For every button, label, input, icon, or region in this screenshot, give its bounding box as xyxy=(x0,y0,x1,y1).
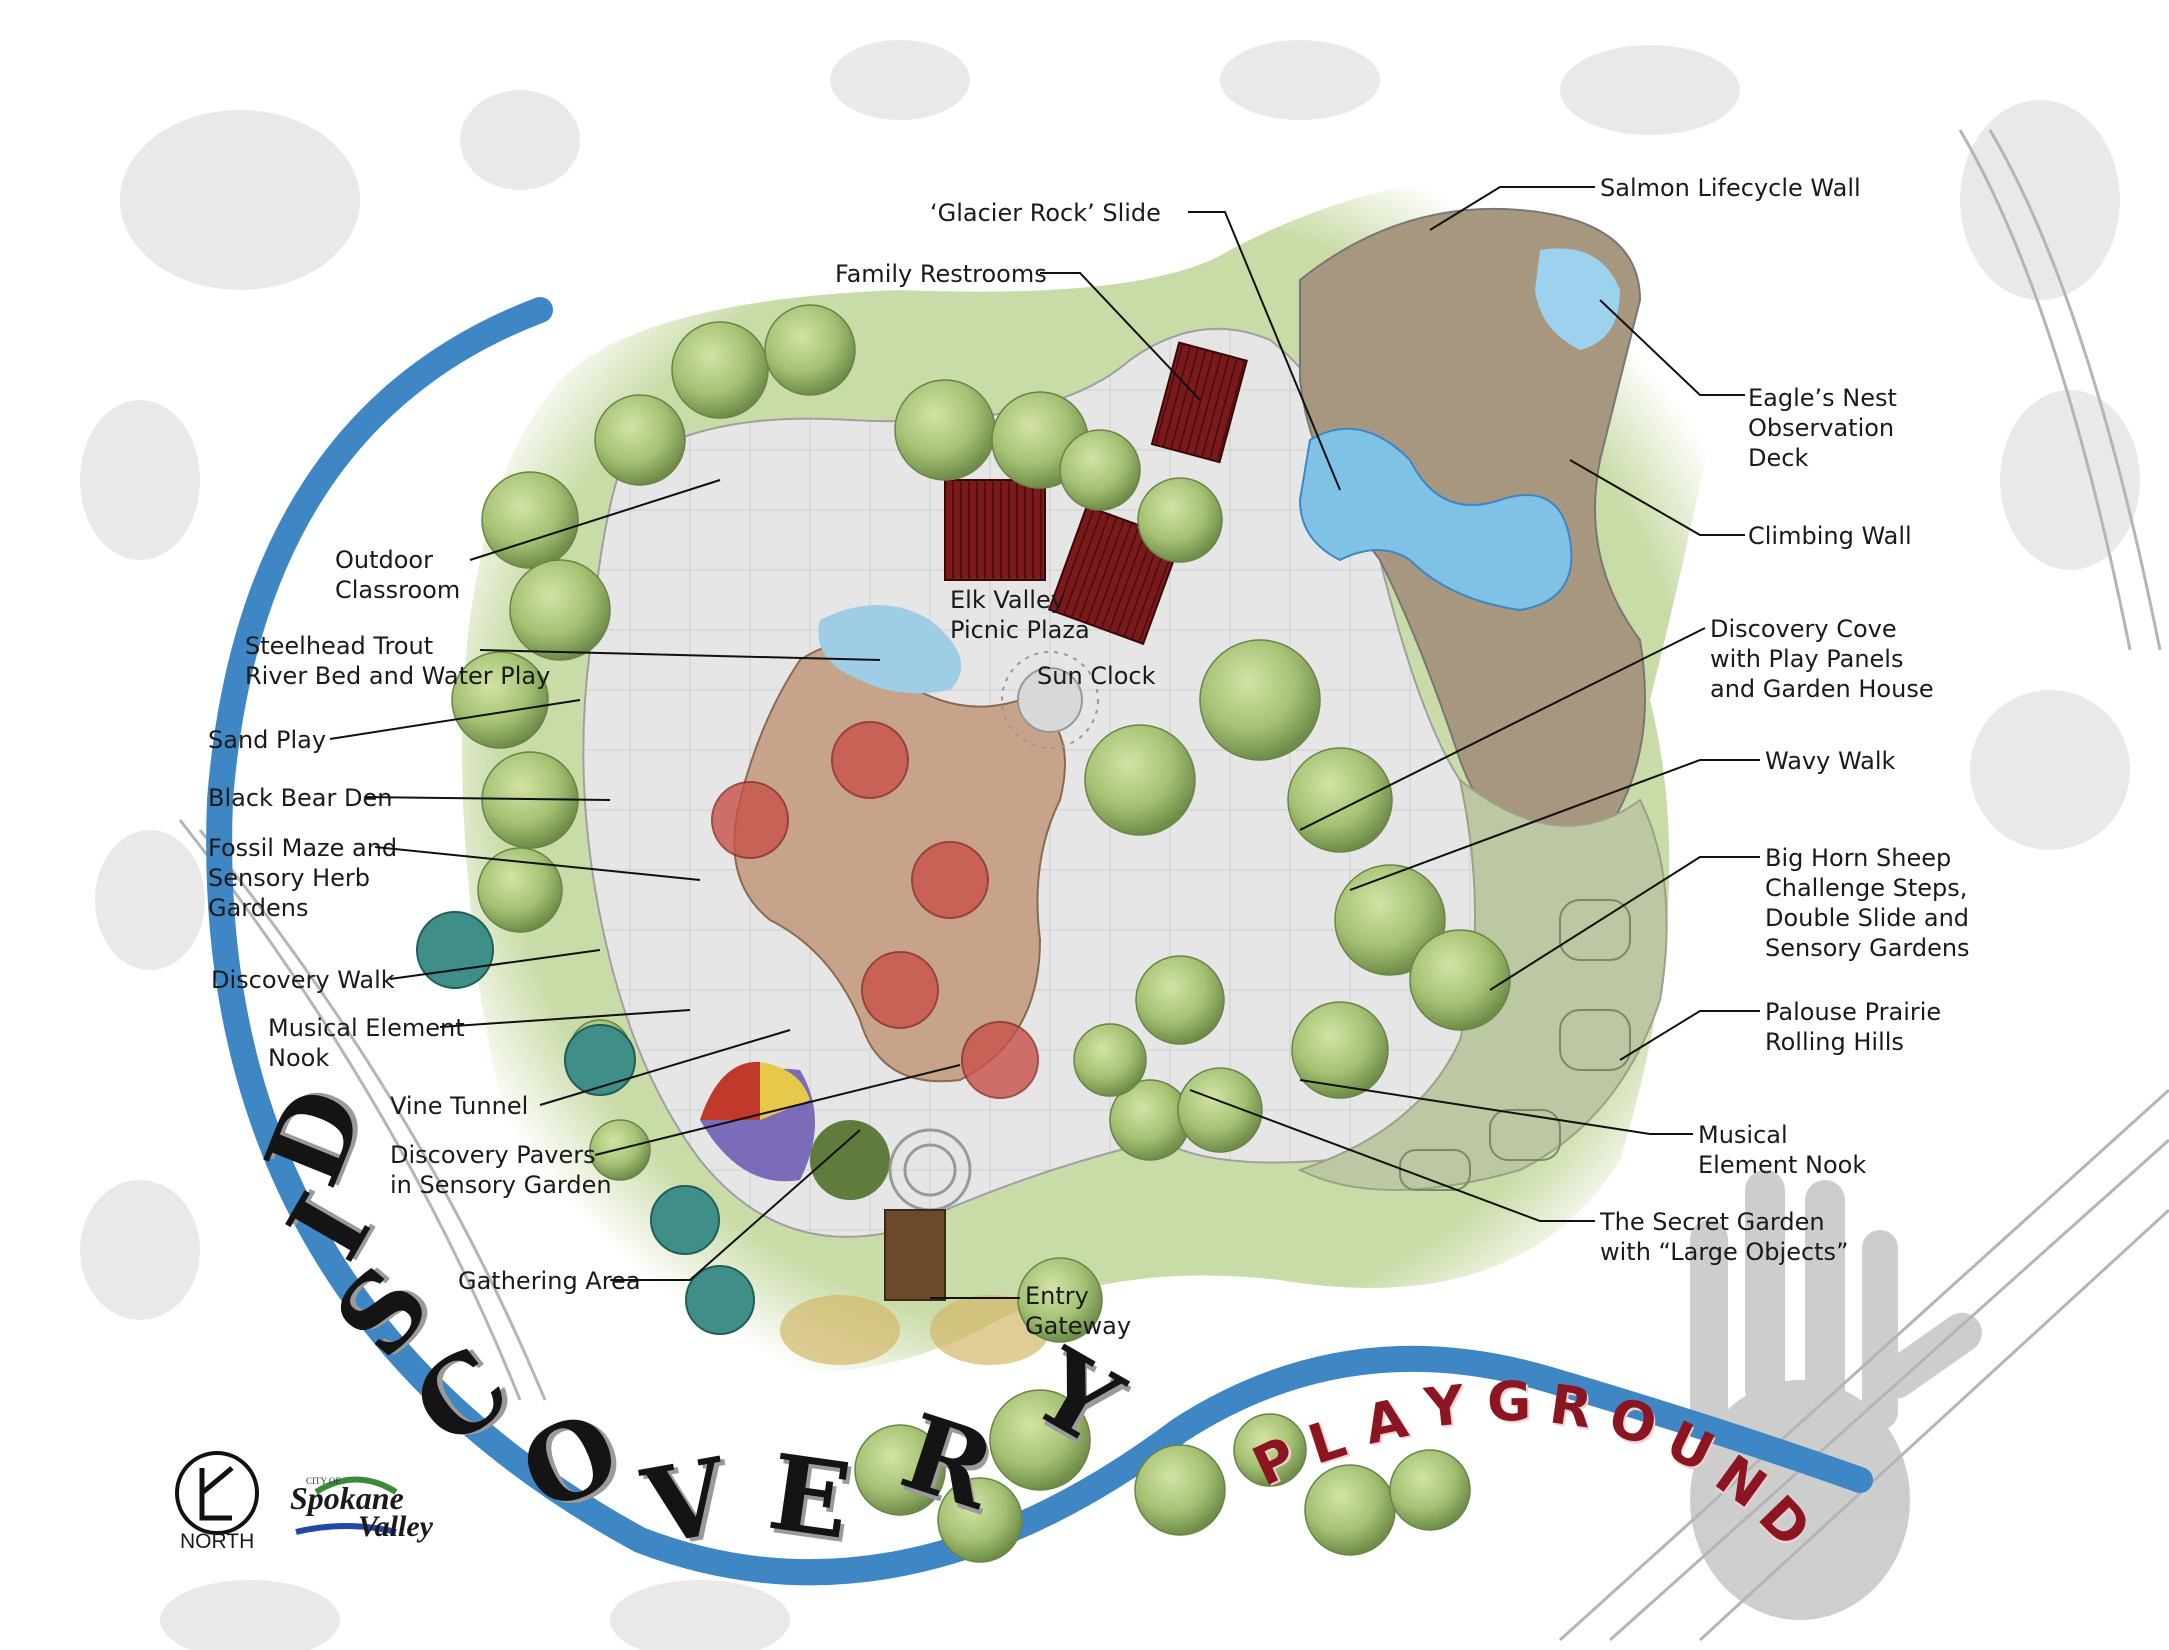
label-steelhead-trout: Steelhead Trout River Bed and Water Play xyxy=(245,632,551,690)
entry-bridge xyxy=(884,1209,946,1301)
label-secret-garden: The Secret Garden with “Large Objects” xyxy=(1600,1208,1849,1266)
title-letter-e: E xyxy=(761,1430,858,1563)
subtitle-letter-5: G xyxy=(1487,1370,1532,1433)
label-discovery-pavers: Discovery Pavers in Sensory Garden xyxy=(390,1141,612,1199)
label-discovery-cove: Discovery Cove with Play Panels and Gard… xyxy=(1710,615,1934,703)
label-big-horn-sheep: Big Horn Sheep Challenge Steps, Double S… xyxy=(1765,844,1970,962)
palms xyxy=(416,911,755,1335)
subtitle-letter-4: Y xyxy=(1421,1373,1468,1440)
road-lines xyxy=(178,129,2169,1642)
label-family-restrooms: Family Restrooms xyxy=(835,260,1047,288)
label-fossil-maze: Fossil Maze and Sensory Herb Gardens xyxy=(208,834,398,922)
subtitle-letter-6: R xyxy=(1545,1372,1596,1441)
label-discovery-walk: Discovery Walk xyxy=(211,966,395,994)
eagle-nest-water xyxy=(1535,248,1620,350)
background-animals xyxy=(80,40,2140,1650)
restroom-roofs xyxy=(944,341,1248,646)
label-climbing-wall: Climbing Wall xyxy=(1748,522,1912,550)
spokane-valley-logo-icon xyxy=(295,1476,398,1535)
play-area-water xyxy=(1298,427,1573,612)
label-eagles-nest: Eagle’s Nest Observation Deck xyxy=(1748,384,1897,472)
label-vine-tunnel: Vine Tunnel xyxy=(390,1092,529,1120)
sensory-garden xyxy=(733,643,1066,1083)
logo-small-text: CITY OF xyxy=(306,1476,341,1486)
blue-arc xyxy=(206,297,1873,1586)
trees xyxy=(451,304,1511,1563)
label-outdoor-classroom: Outdoor Classroom xyxy=(335,546,461,604)
label-black-bear-den: Black Bear Den xyxy=(208,784,393,812)
label-elk-valley: Elk Valley Picnic Plaza xyxy=(950,586,1090,644)
label-musical-nook-left: Musical Element Nook xyxy=(268,1014,465,1072)
umbrellas xyxy=(711,721,1039,1099)
gathering-lawn xyxy=(810,1120,890,1200)
label-wavy-walk: Wavy Walk xyxy=(1765,747,1896,775)
north-arrow-icon xyxy=(175,1451,259,1535)
label-palouse-prairie: Palouse Prairie Rolling Hills xyxy=(1765,998,1942,1056)
logo-spokane-text: Spokane xyxy=(290,1480,404,1516)
sun-clock xyxy=(1017,667,1083,733)
label-sun-clock: Sun Clock xyxy=(1037,662,1156,690)
label-salmon-lifecycle-wall: Salmon Lifecycle Wall xyxy=(1600,174,1861,202)
label-sand-play: Sand Play xyxy=(208,726,327,754)
north-label: NORTH xyxy=(180,1530,255,1553)
logo-valley-text: Valley xyxy=(358,1510,433,1543)
steelhead-water xyxy=(818,605,962,694)
title-letter-v: V xyxy=(634,1433,736,1570)
label-glacier-rock-slide: ‘Glacier Rock’ Slide xyxy=(930,199,1161,227)
hill-contours xyxy=(1399,899,1631,1191)
label-entry-gateway: Entry Gateway xyxy=(1025,1282,1132,1340)
label-musical-nook-right: Musical Element Nook xyxy=(1698,1121,1867,1179)
